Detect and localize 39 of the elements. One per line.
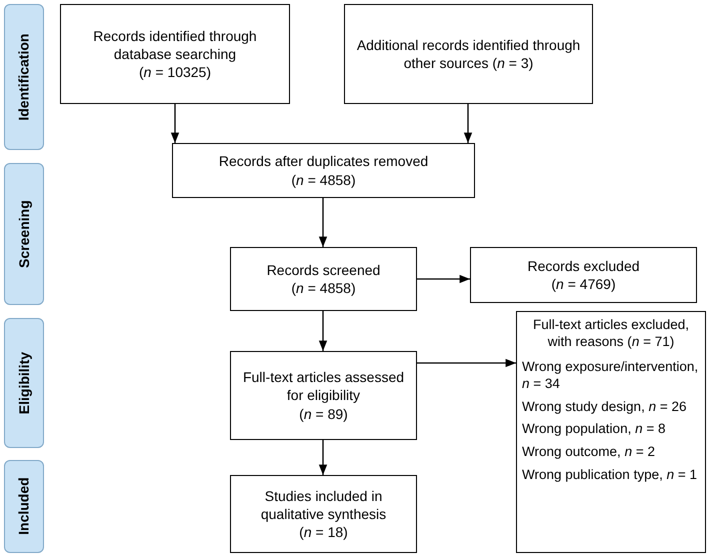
process-box	[230, 247, 417, 311]
stage-label: Screening	[14, 200, 33, 268]
process-box	[344, 4, 593, 104]
exclusion-reason: Wrong study design, n = 26	[522, 398, 688, 416]
arrow	[417, 274, 470, 284]
box-text: Records screened	[266, 260, 380, 279]
arrow	[417, 358, 516, 368]
exclusion-reason: Wrong exposure/intervention, n = 34	[522, 358, 700, 392]
box-text: (n = 4858)	[291, 279, 356, 298]
exclusion-reason: Wrong publication type, n = 1	[522, 467, 698, 484]
process-box	[60, 4, 290, 104]
box-text: (n = 4858)	[291, 170, 356, 189]
box-text: (n = 89)	[299, 404, 348, 423]
stage-band	[4, 460, 44, 553]
box-text: Additional records identified through other sources (n = 3)	[356, 36, 582, 72]
stage-label: Identification	[14, 33, 33, 121]
process-box	[230, 351, 417, 440]
stage-label: Eligibility	[14, 352, 33, 414]
process-box	[516, 311, 706, 553]
stage-band	[4, 163, 44, 305]
arrow	[170, 104, 180, 143]
process-box	[470, 247, 697, 303]
arrow	[464, 104, 472, 143]
box-text: Records excluded	[527, 256, 640, 275]
box-text: (n = 10325)	[138, 63, 212, 82]
stage-band	[4, 318, 44, 448]
box-text: Records after duplicates removed	[218, 152, 428, 170]
box-text: (n = 18)	[299, 523, 348, 542]
exclusion-reason: Wrong outcome, n = 2	[522, 444, 656, 462]
box-heading: Full-text articles excluded, with reasons (n = 71)	[532, 317, 690, 351]
stage-label: Included	[14, 478, 33, 536]
box-text: (n = 4769)	[551, 275, 616, 294]
stage-band	[4, 4, 44, 150]
process-box	[230, 475, 417, 553]
arrow	[318, 440, 328, 475]
process-box	[172, 143, 475, 198]
arrow	[318, 198, 328, 247]
arrow	[318, 311, 328, 351]
exclusion-reason: Wrong population, n = 8	[522, 421, 666, 438]
